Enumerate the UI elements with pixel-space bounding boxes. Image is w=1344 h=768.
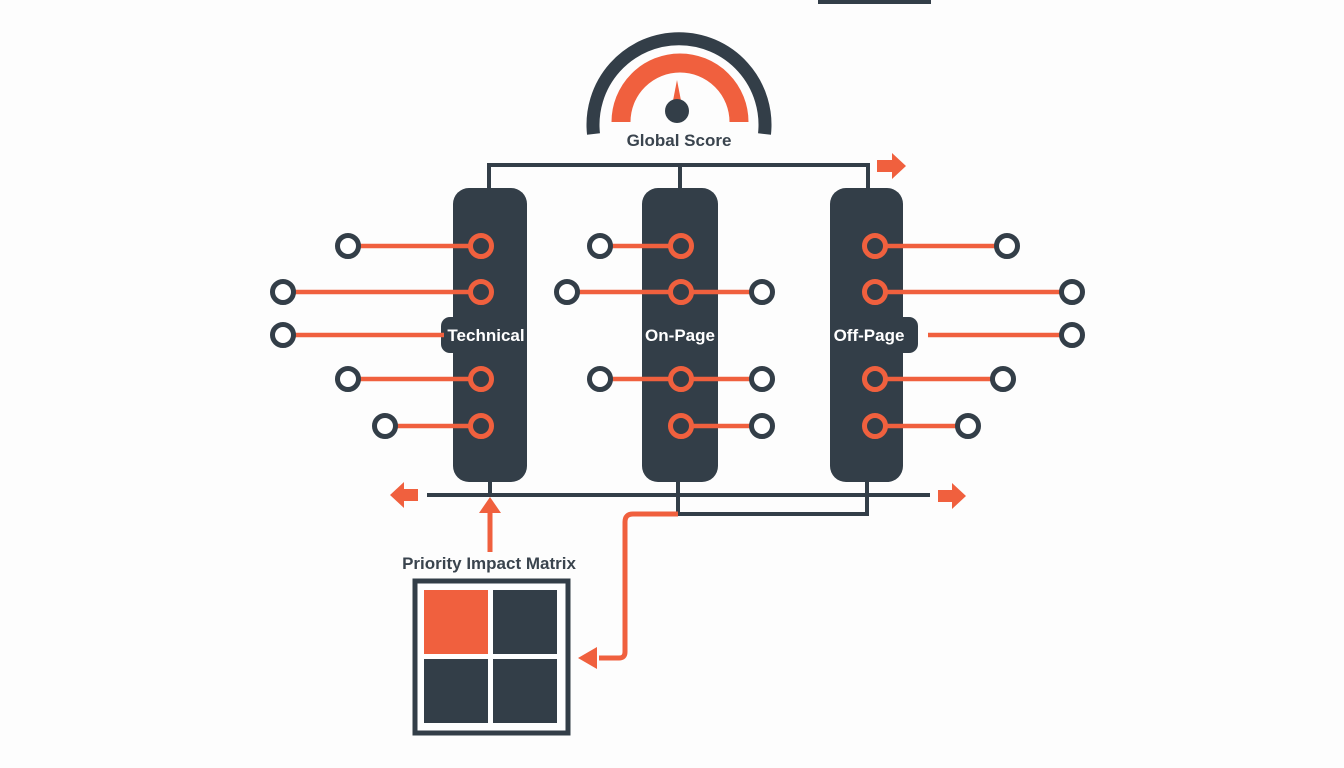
endpoint-circle bbox=[335, 233, 361, 259]
matrix-up-arrowhead-icon bbox=[479, 497, 501, 513]
endpoint-circle bbox=[335, 366, 361, 392]
endpoint-circle bbox=[270, 322, 296, 348]
gauge-outer-arc bbox=[586, 32, 772, 135]
node-port bbox=[468, 233, 494, 259]
node-port bbox=[468, 366, 494, 392]
pillar-off-page bbox=[830, 188, 918, 482]
pillar-label-technical: Technical bbox=[447, 326, 524, 345]
pillar-label-on-page: On-Page bbox=[645, 326, 715, 345]
endpoint-circle bbox=[749, 366, 775, 392]
endpoint-circle bbox=[955, 413, 981, 439]
endpoint-circle bbox=[372, 413, 398, 439]
bottom-left-flow-arrow-icon bbox=[390, 482, 418, 508]
node-port bbox=[862, 233, 888, 259]
top-crop-artifact bbox=[818, 0, 931, 4]
bottom-connector bbox=[390, 478, 966, 516]
pillar-off-page-body bbox=[830, 188, 903, 482]
priority-impact-matrix: Priority Impact Matrix bbox=[402, 554, 576, 736]
endpoint-circle bbox=[749, 279, 775, 305]
matrix-title: Priority Impact Matrix bbox=[402, 554, 576, 573]
node-port bbox=[668, 233, 694, 259]
node-port bbox=[862, 279, 888, 305]
matrix-cell-bottom-right bbox=[493, 659, 557, 723]
gauge-inner-arc bbox=[611, 53, 749, 123]
pillar-on-page-body bbox=[642, 188, 718, 482]
pillar-on-page bbox=[642, 188, 718, 482]
gauge-label: Global Score bbox=[627, 131, 732, 150]
pillar-label-off-page: Off-Page bbox=[834, 326, 905, 345]
node-ports bbox=[468, 233, 888, 439]
matrix-cell-bottom-left bbox=[424, 659, 488, 723]
pillar-technical bbox=[441, 188, 527, 482]
endpoint-circle bbox=[554, 279, 580, 305]
feedback-line bbox=[599, 511, 678, 661]
endpoint-circle bbox=[587, 366, 613, 392]
endpoint-circle bbox=[1059, 279, 1085, 305]
pillar-technical-body bbox=[453, 188, 527, 482]
endpoint-circle bbox=[1059, 322, 1085, 348]
endpoint-circle bbox=[994, 233, 1020, 259]
node-port bbox=[668, 413, 694, 439]
endpoint-circle bbox=[270, 279, 296, 305]
gauge-hub bbox=[665, 99, 689, 123]
endpoint-circle bbox=[587, 233, 613, 259]
feedback-arrowhead-icon bbox=[578, 647, 597, 669]
feedback-path bbox=[479, 497, 678, 669]
endpoint-circle bbox=[749, 413, 775, 439]
endpoint-circle bbox=[990, 366, 1016, 392]
top-right-flow-arrow-icon bbox=[877, 153, 906, 179]
bottom-right-flow-arrow-icon bbox=[938, 483, 966, 509]
endpoint-circles bbox=[270, 233, 1085, 439]
matrix-cell-top-left bbox=[424, 590, 488, 654]
matrix-cell-top-right bbox=[493, 590, 557, 654]
node-port bbox=[468, 279, 494, 305]
node-port bbox=[468, 413, 494, 439]
connector-lines bbox=[283, 243, 1072, 429]
pillar-off-page-tab bbox=[886, 317, 918, 353]
top-connector bbox=[487, 153, 906, 192]
node-port bbox=[668, 366, 694, 392]
global-score-gauge: Global Score bbox=[586, 32, 772, 150]
node-port bbox=[862, 366, 888, 392]
node-port bbox=[862, 413, 888, 439]
node-port bbox=[668, 279, 694, 305]
pillar-technical-tab bbox=[441, 317, 481, 353]
